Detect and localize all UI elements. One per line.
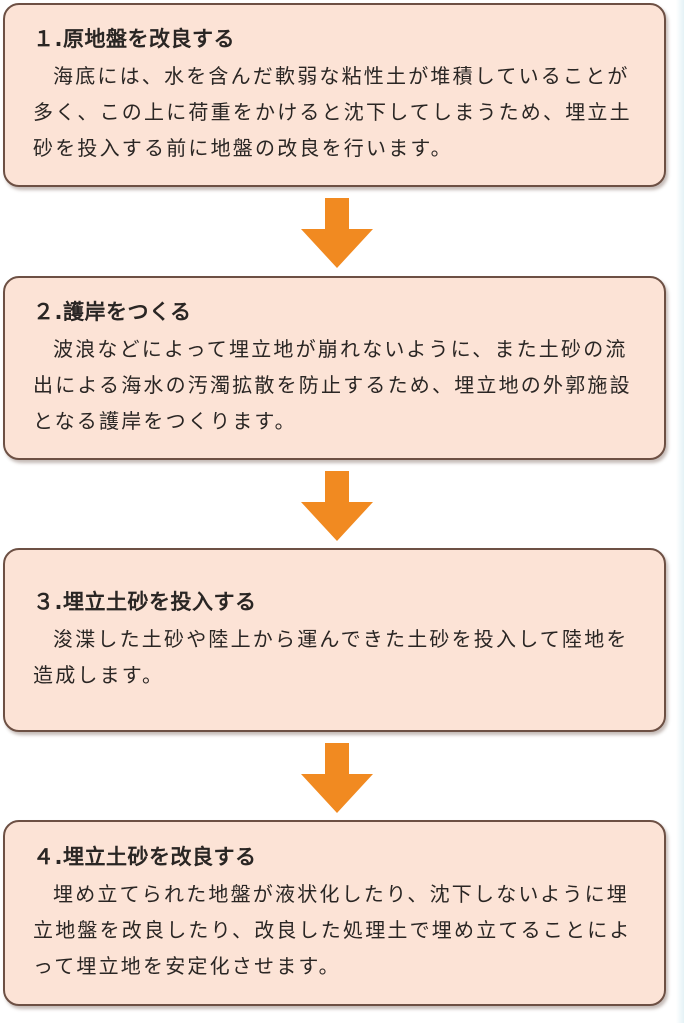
step-title-4: ４.埋立土砂を改良する xyxy=(33,845,257,869)
step-body-1: 海底には、水を含んだ軟弱な粘性土が堆積していることが多く、この上に荷重をかけると… xyxy=(33,64,632,160)
step-body-2: 波浪などによって埋立地が崩れないように、また土砂の流出による海水の汚濁拡散を防止… xyxy=(33,337,632,433)
step-body-3: 浚渫した土砂や陸上から運んできた土砂を投入して陸地を造成します。 xyxy=(33,627,629,687)
step-title-1: １.原地盤を改良する xyxy=(33,27,235,51)
edge-tint xyxy=(676,0,684,1023)
step-box-2: ２.護岸をつくる 波浪などによって埋立地が崩れないように、また土砂の流出による海… xyxy=(3,276,666,460)
step-box-3: ３.埋立土砂を投入する 浚渫した土砂や陸上から運んできた土砂を投入して陸地を造成… xyxy=(3,548,666,732)
down-arrow-icon xyxy=(301,471,373,541)
step-body-4: 埋め立てられた地盤が液状化したり、沈下しないように埋立地盤を改良したり、改良した… xyxy=(33,882,632,978)
step-box-1: １.原地盤を改良する 海底には、水を含んだ軟弱な粘性土が堆積していることが多く、… xyxy=(3,3,666,187)
step-title-3: ３.埋立土砂を投入する xyxy=(33,590,257,614)
down-arrow-icon xyxy=(301,743,373,813)
step-box-4: ４.埋立土砂を改良する 埋め立てられた地盤が液状化したり、沈下しないように埋立地… xyxy=(3,820,666,1006)
down-arrow-icon xyxy=(301,198,373,268)
step-title-2: ２.護岸をつくる xyxy=(33,300,192,324)
